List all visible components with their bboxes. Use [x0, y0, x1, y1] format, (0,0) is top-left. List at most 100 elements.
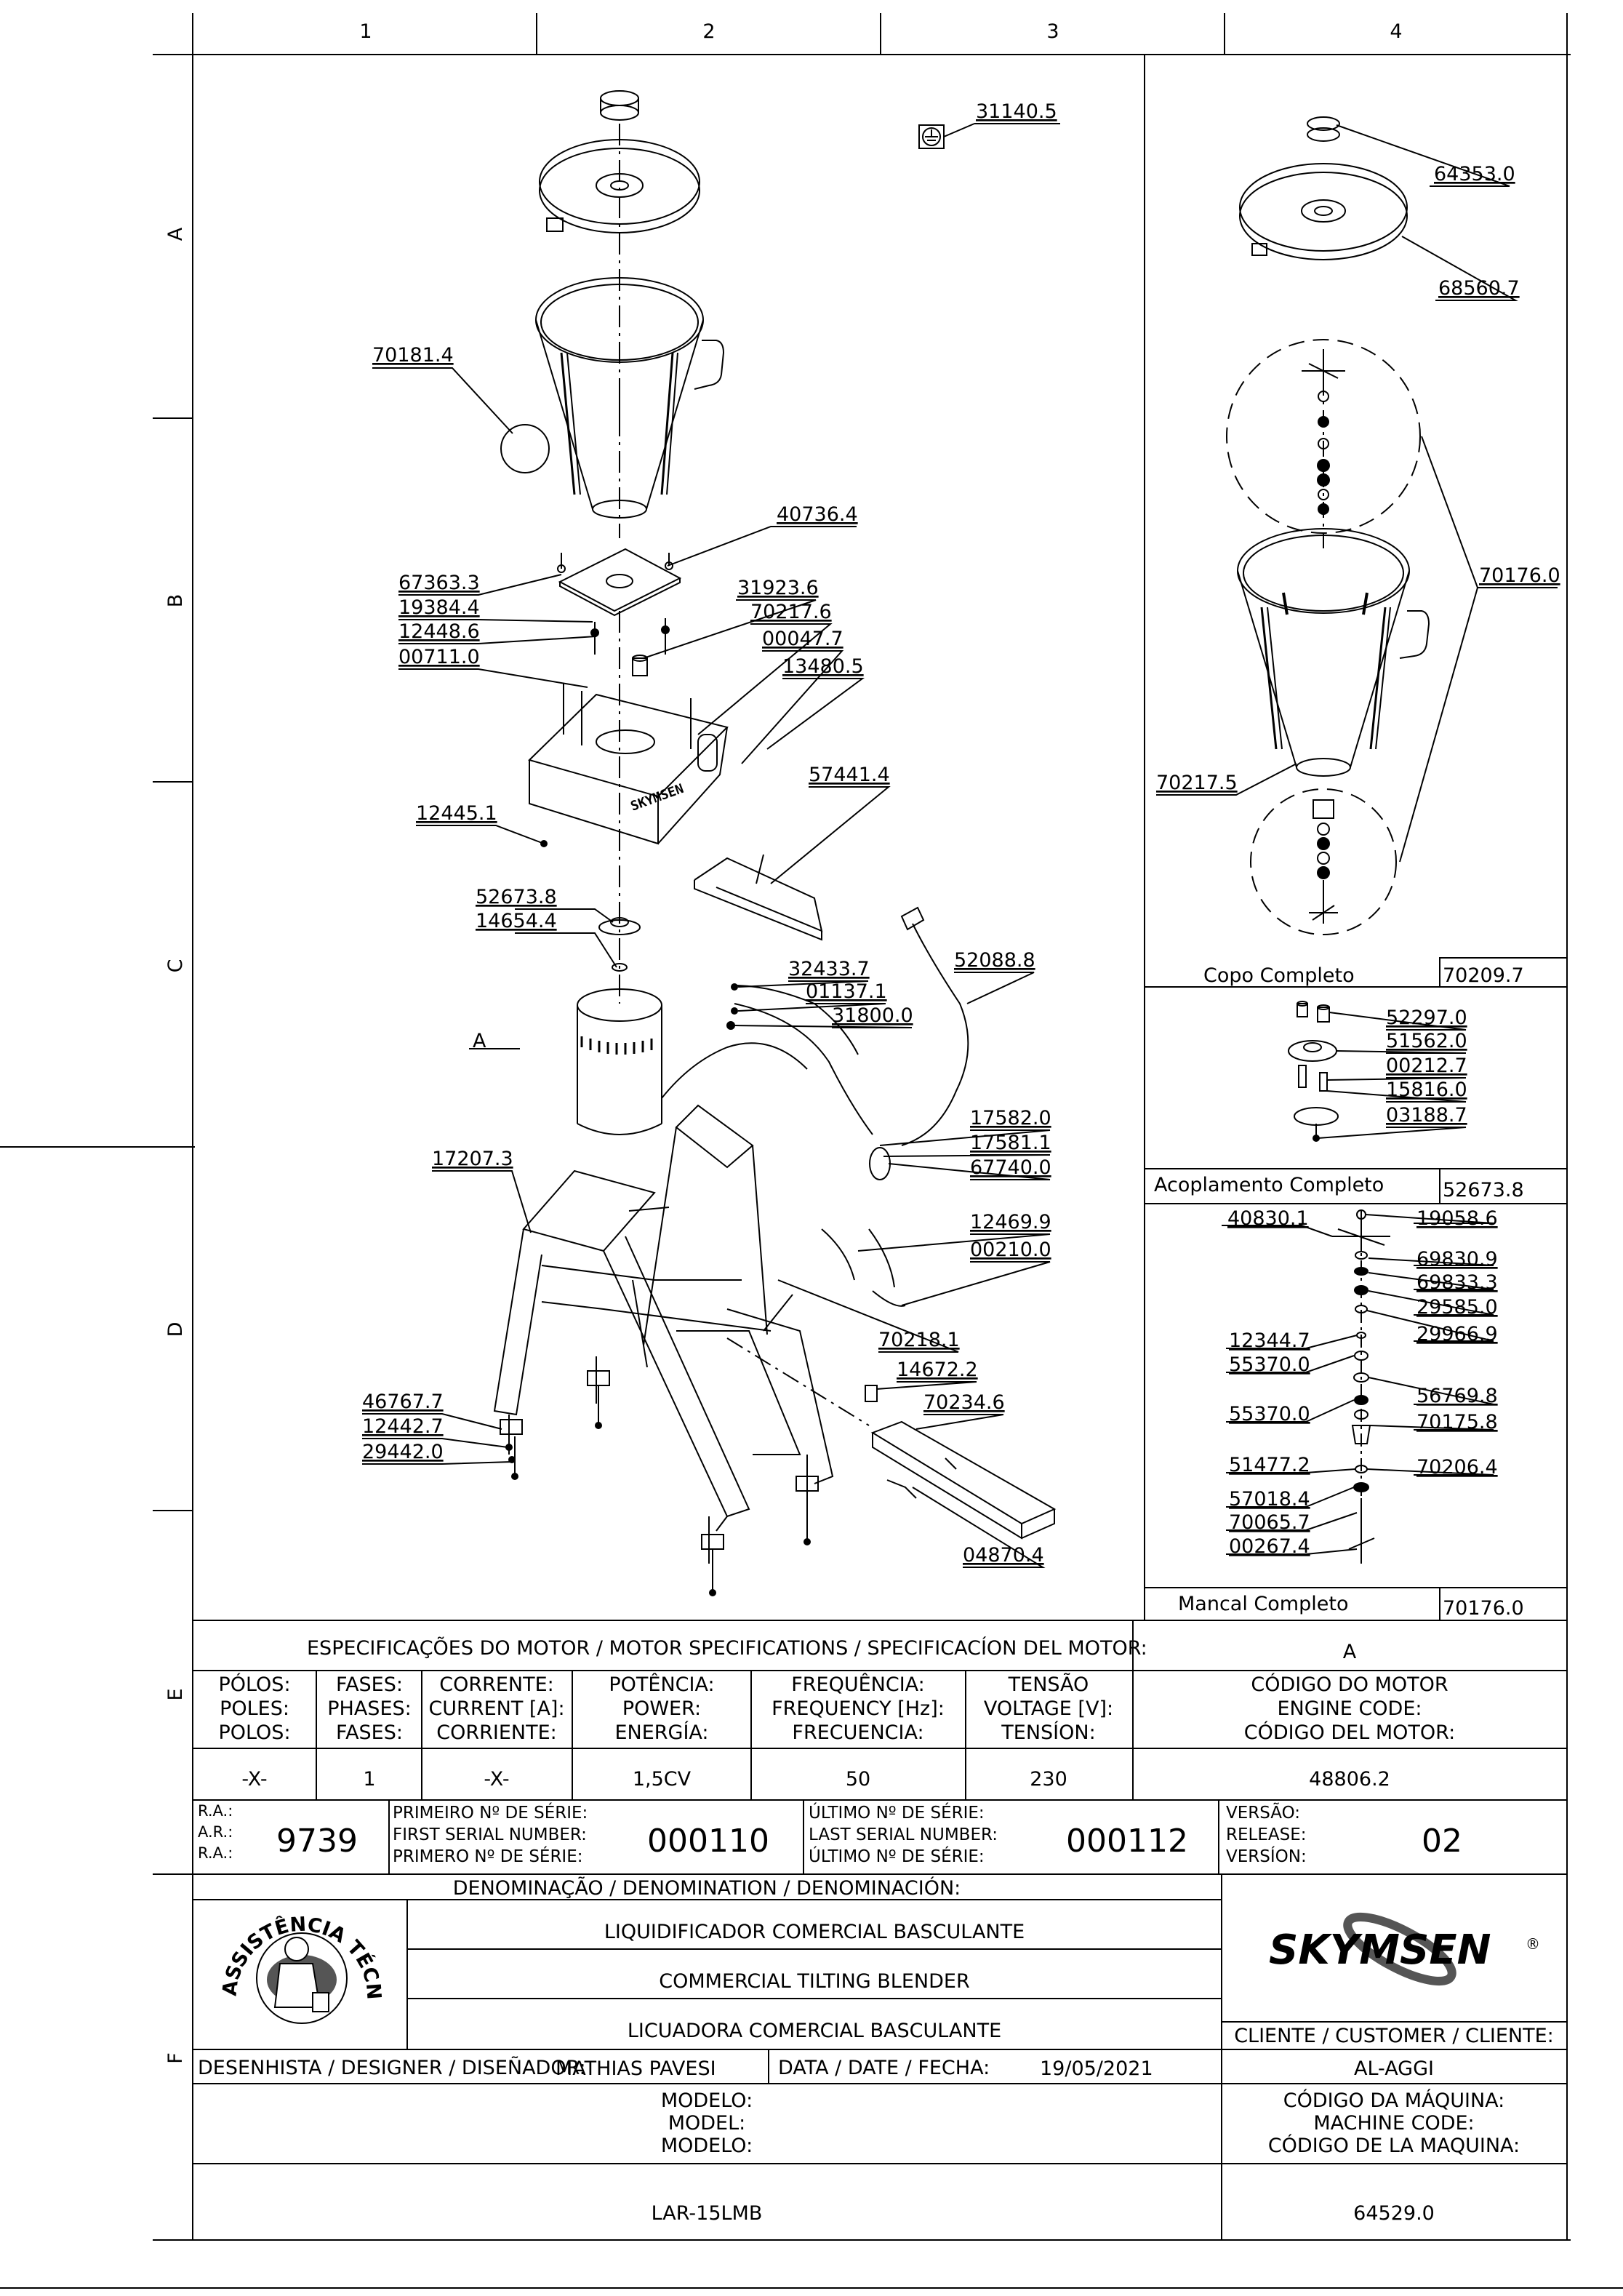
motor-coupling-part [598, 917, 641, 972]
part-label: 51477.2 [1229, 1454, 1310, 1476]
part-label: 70234.6 [923, 1391, 1005, 1414]
current-label: CORRIENTE: [436, 1721, 557, 1744]
first-serial-label: PRIMERO Nº DE SÉRIE: [393, 1846, 583, 1866]
version-label: VERSÃO: [1226, 1802, 1300, 1823]
motor-detail-letter: A [473, 1030, 486, 1052]
part-label: 56769.8 [1416, 1385, 1498, 1407]
part-label: 70181.4 [372, 344, 454, 367]
grid-row-a: A [164, 227, 187, 241]
serial-row: R.A.: A.R.: R.A.: 9739 PRIMEIRO Nº DE SÉ… [198, 1802, 1462, 1866]
version-label: VERSÍON: [1226, 1846, 1307, 1866]
last-serial-label: ÚLTIMO Nº DE SÉRIE: [809, 1846, 985, 1866]
part-label: 04870.4 [963, 1544, 1044, 1567]
part-label: 52088.8 [954, 949, 1035, 972]
part-label: 12445.1 [416, 802, 497, 825]
part-label: 01137.1 [806, 980, 887, 1003]
part-label: 03188.7 [1386, 1104, 1467, 1127]
part-label: 70218.1 [878, 1329, 960, 1351]
main-exploded-view: SKYMSEN [469, 90, 1057, 1596]
product-name-es: LICUADORA COMERCIAL BASCULANTE [628, 2020, 1001, 2042]
model-label: MODELO: [661, 2089, 753, 2112]
product-name-pt: LIQUIDIFICADOR COMERCIAL BASCULANTE [604, 1921, 1025, 1943]
material-callout-circle [500, 424, 550, 473]
lid-knob-part [600, 90, 639, 121]
motor-housing-part: SKYMSEN [528, 684, 729, 847]
part-label: 00711.0 [398, 646, 480, 668]
part-label: 29966.9 [1416, 1323, 1498, 1345]
part-label: 12469.9 [970, 1211, 1051, 1233]
part-label: 55370.0 [1229, 1403, 1310, 1425]
part-label: 70217.6 [750, 601, 832, 623]
grid-row-e: E [164, 1688, 187, 1700]
copo-completo-code: 70209.7 [1443, 964, 1524, 987]
model-value: LAR-15LMB [652, 2202, 763, 2225]
motor-spec-labels: PÓLOS: POLES: POLOS: FASES: PHASES: FASE… [218, 1673, 1455, 1744]
voltage-value: 230 [1030, 1768, 1067, 1791]
stand-frame-part [493, 1104, 834, 1564]
part-label: 67363.3 [398, 572, 480, 594]
engine-code-label: CÓDIGO DEL MOTOR: [1244, 1721, 1455, 1744]
frequency-label: FREQUÊNCIA: [791, 1673, 925, 1696]
machine-code-label: MACHINE CODE: [1313, 2112, 1474, 2135]
last-serial-value: 000112 [1066, 1823, 1188, 1860]
copo-completo-title: Copo Completo [1203, 964, 1355, 987]
part-label: 17582.0 [970, 1107, 1051, 1129]
version-value: 02 [1422, 1823, 1462, 1860]
ra-label: R.A.: [198, 1802, 233, 1820]
current-label: CURRENT [A]: [428, 1697, 564, 1720]
part-label: 70176.0 [1479, 564, 1560, 587]
phases-value: 1 [363, 1768, 375, 1791]
power-label: POTÊNCIA: [609, 1673, 714, 1696]
part-label: 46767.7 [362, 1391, 444, 1413]
frequency-label: FREQUENCY [Hz]: [772, 1697, 945, 1720]
acoplamento-leader-lines [1317, 1012, 1467, 1139]
ra-label: A.R.: [198, 1823, 233, 1841]
ra-value: 9739 [276, 1823, 358, 1860]
power-value: 1,5CV [633, 1768, 692, 1791]
part-label: 64353.0 [1434, 163, 1515, 185]
grid-row-b: B [164, 594, 187, 608]
engine-code-value: 48806.2 [1309, 1768, 1390, 1791]
brand-registered-mark: ® [1526, 1935, 1540, 1953]
voltage-label: TENSÍON: [1001, 1721, 1095, 1744]
part-label: 40830.1 [1227, 1207, 1309, 1230]
part-label: 31800.0 [832, 1004, 913, 1027]
designer-label: DESENHISTA / DESIGNER / DISEÑADOR: [198, 2056, 586, 2079]
grid-col-3: 3 [1046, 20, 1059, 43]
voltage-label: TENSÃO [1008, 1673, 1089, 1696]
mancal-leader-lines [1222, 1214, 1494, 1555]
customer-value: AL-AGGI [1354, 2057, 1434, 2080]
acoplamento-completo-code: 52673.8 [1443, 1179, 1524, 1201]
grid-row-d: D [164, 1322, 187, 1337]
customer-label: CLIENTE / CUSTOMER / CLIENTE: [1234, 2025, 1554, 2047]
grid-col-2: 2 [702, 20, 715, 43]
support-bracket-part [694, 854, 823, 941]
mancal-part-labels: 40830.1 19058.6 69830.9 69833.3 29585.0 … [1227, 1207, 1498, 1558]
phases-label: PHASES: [327, 1697, 412, 1720]
tilt-shaft-part [726, 1337, 1057, 1540]
phases-label: FASES: [336, 1673, 403, 1696]
rubber-feet-part [500, 1370, 819, 1596]
ground-symbol [918, 124, 945, 149]
part-label: 70175.8 [1416, 1411, 1498, 1433]
part-label: 19058.6 [1416, 1207, 1498, 1230]
main-part-labels: 70181.4 31140.5 40736.4 67363.3 19384.4 … [362, 100, 1057, 1567]
frequency-value: 50 [846, 1768, 870, 1791]
copo-completo-view [1226, 116, 1430, 935]
part-label: 17581.1 [970, 1132, 1051, 1154]
tilt-springs-part [821, 1228, 906, 1307]
part-label: 52297.0 [1386, 1007, 1467, 1029]
grid-row-c: C [164, 959, 187, 973]
acoplamento-part-labels: 52297.0 51562.0 00212.7 15816.0 03188.7 [1386, 1007, 1467, 1127]
ra-label: R.A.: [198, 1844, 233, 1862]
jar-part [535, 277, 725, 519]
grid-row-f: F [164, 2052, 187, 2064]
first-serial-label: PRIMEIRO Nº DE SÉRIE: [393, 1802, 588, 1823]
part-label: 12442.7 [362, 1415, 444, 1438]
phases-label: FASES: [336, 1721, 403, 1744]
motor-spec-values: -X- 1 -X- 1,5CV 50 230 48806.2 [241, 1768, 1390, 1791]
mancal-completo-code: 70176.0 [1443, 1597, 1524, 1620]
part-label: 70065.7 [1229, 1511, 1310, 1534]
mounting-plate-part [557, 548, 682, 655]
